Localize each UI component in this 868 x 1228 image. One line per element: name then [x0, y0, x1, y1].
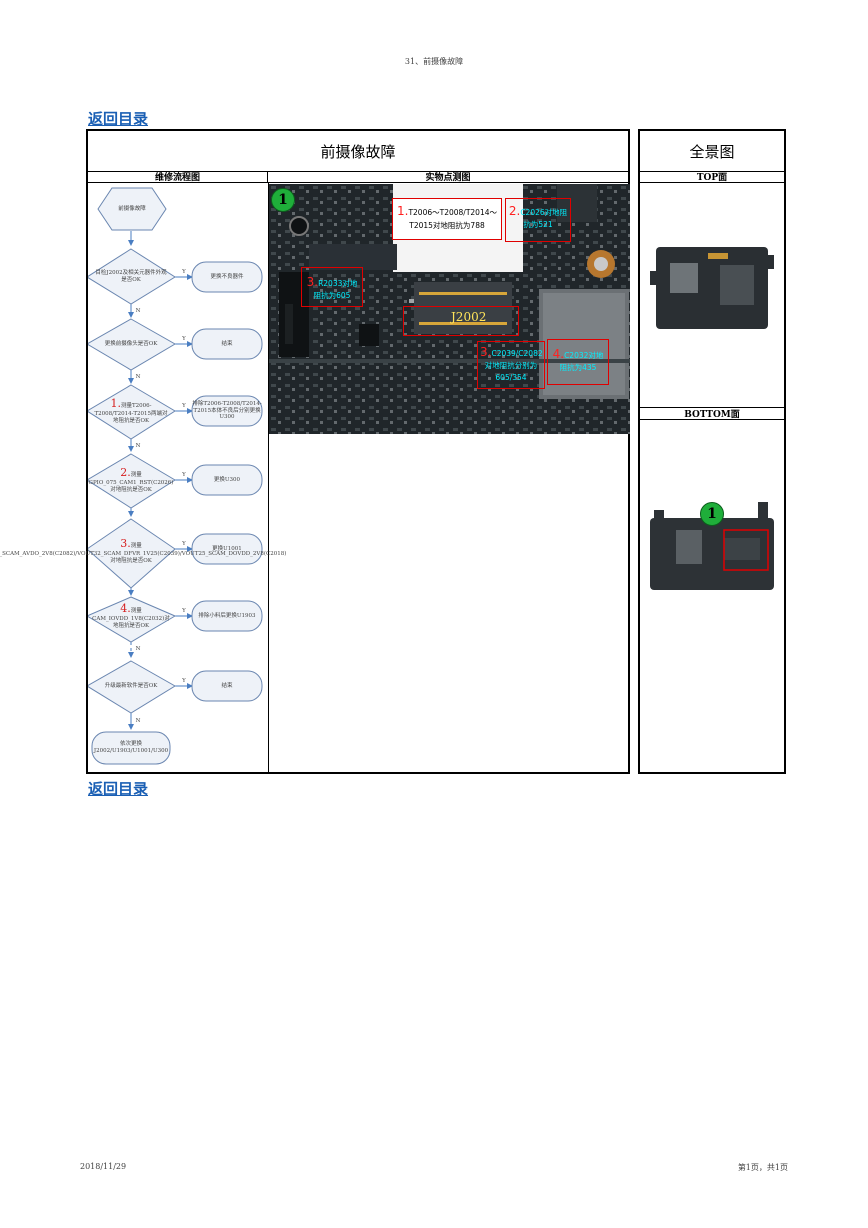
bottom-side-image: 1 — [640, 420, 784, 772]
step-number: 4. — [120, 602, 131, 616]
callout-number: 1. — [397, 204, 409, 218]
flow-step-4-action: 更换U300 — [213, 476, 241, 483]
footer-date: 2018/11/29 — [80, 1162, 127, 1171]
callout-text: C2026对地阻抗为521 — [520, 208, 568, 229]
flow-step-4-question: 2.测量GPIO_075_CAM1_RST(C2026)对地阻抗是否OK — [89, 466, 174, 493]
no-label: N — [135, 442, 141, 449]
flowchart-column-header: 维修流程图 — [88, 171, 268, 183]
flow-step-5-question: 3.测量VOUT13_SCAM_AVDO_2V8(C2082)/VOUT32_S… — [0, 523, 286, 579]
pcb-measurement-photo: 1 1.T2006～T2008/T2014～T2015对地阻抗为788 2.C2… — [269, 184, 630, 434]
photo-column-header: 实物点测图 — [268, 171, 628, 183]
flow-end-node: 依次更换J2002/U1903/U1001/U300 — [93, 741, 169, 754]
flow-step-1-question: 目检J2002及相关元器件外观是否OK — [95, 270, 167, 283]
yes-label: Y — [182, 677, 186, 684]
repair-flowchart: 前摄像故障 目检J2002及相关元器件外观是否OK 更换不良器件 更换前摄像头是… — [0, 183, 286, 772]
yes-label: Y — [182, 335, 186, 342]
flow-step-7-question: 升级最新软件是否OK — [104, 682, 158, 689]
flow-step-5-action: 更换U1001 — [212, 545, 242, 552]
callout-text: R2033对地阻抗为605 — [313, 279, 358, 300]
flow-step-2-action: 结束 — [221, 340, 233, 347]
callout-3b: 3.C2039/C2082对地阻抗分别为605/354 — [477, 341, 545, 389]
page-header-title: 31、前摄像故障 — [404, 57, 464, 66]
flow-step-6-question: 4.测量CAM_IOVDD_1V8(C2032)对地阻抗是否OK — [92, 602, 170, 630]
step-number: 1. — [110, 397, 121, 411]
no-label: N — [135, 645, 141, 652]
flow-step-6-action: 排除小料后更换U1903 — [198, 612, 256, 619]
connector-highlight-box — [403, 306, 519, 336]
no-label: N — [135, 717, 141, 724]
no-label: N — [135, 373, 141, 380]
callout-2: 2.C2026对地阻抗为521 — [505, 198, 571, 242]
callout-text: C2039/C2082对地阻抗分别为605/354 — [484, 349, 543, 382]
step-text: 测量T2006-T2008/T2014-T2015两端对地阻抗是否OK — [94, 403, 168, 424]
callout-4: 4.C2032对地阻抗为435 — [547, 339, 609, 385]
connector-label-j2002: J2002 — [451, 310, 487, 324]
callout-3: 3.R2033对地阻抗为605 — [301, 267, 363, 307]
yes-label: Y — [182, 402, 186, 409]
callout-1: 1.T2006～T2008/T2014～T2015对地阻抗为788 — [392, 198, 502, 240]
panorama-table: 全景图 TOP面 BOTTOM面 1 — [638, 129, 786, 774]
location-marker: 1 — [271, 188, 295, 212]
yes-label: Y — [182, 540, 186, 547]
callout-text: C2032对地阻抗为435 — [559, 351, 604, 372]
callout-number: 3. — [306, 275, 319, 289]
flow-step-3-action: 排除T2006-T2008/T2014-T2015本体不良后分别更换U300 — [192, 400, 262, 421]
flowchart-connectors — [88, 187, 263, 765]
no-label: N — [135, 307, 141, 314]
flow-step-3-question: 1.测量T2006-T2008/T2014-T2015两端对地阻抗是否OK — [92, 397, 170, 425]
top-board-drawing — [650, 247, 774, 329]
step-number: 3. — [120, 537, 131, 551]
footer-page-number: 第1页，共1页 — [737, 1163, 788, 1172]
flow-step-7-action: 结束 — [221, 682, 233, 689]
back-to-index-link[interactable]: 返回目录 — [88, 780, 149, 798]
pcb-board-drawing — [269, 184, 630, 434]
step-text: 测量GPIO_075_CAM1_RST(C2026)对地阻抗是否OK — [88, 472, 174, 493]
bottom-board-drawing — [650, 502, 774, 590]
callout-number: 2. — [508, 204, 521, 218]
flow-start-node: 前摄像故障 — [118, 205, 146, 212]
yes-label: Y — [182, 607, 186, 614]
step-text: 测量VOUT13_SCAM_AVDO_2V8(C2082)/VOUT32_SCA… — [0, 543, 287, 564]
main-table-title: 前摄像故障 — [88, 131, 628, 172]
back-to-index-link[interactable]: 返回目录 — [88, 110, 149, 128]
top-side-image — [640, 183, 784, 407]
callout-number: 4. — [552, 347, 565, 361]
flow-step-1-action: 更换不良器件 — [210, 273, 244, 280]
bottom-side-header: BOTTOM面 — [640, 407, 784, 420]
yes-label: Y — [182, 471, 186, 478]
column-divider — [268, 183, 269, 772]
callout-text: T2006～T2008/T2014～T2015对地阻抗为788 — [408, 208, 497, 230]
step-number: 2. — [120, 466, 131, 480]
step-text: 测量CAM_IOVDD_1V8(C2032)对地阻抗是否OK — [92, 608, 170, 629]
top-side-header: TOP面 — [640, 171, 784, 183]
location-marker: 1 — [700, 502, 724, 526]
yes-label: Y — [182, 268, 186, 275]
main-table: 前摄像故障 维修流程图 实物点测图 — [0, 129, 630, 774]
panorama-title: 全景图 — [640, 131, 784, 172]
flow-step-2-question: 更换前摄像头是否OK — [104, 340, 158, 347]
callout-number: 3. — [480, 345, 492, 359]
